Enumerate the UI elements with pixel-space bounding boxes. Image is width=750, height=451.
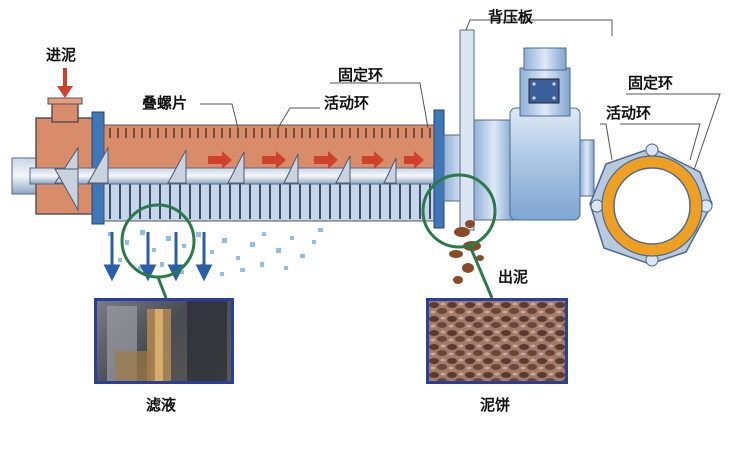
- flow-arrows: [208, 151, 424, 169]
- leader-fixed-ring: [330, 82, 429, 129]
- discharge-callout-circle: [421, 173, 497, 249]
- sludge-cake-photo-art: [429, 301, 565, 381]
- screw-blades: [54, 146, 397, 212]
- ring-bore: [613, 167, 691, 245]
- leader-ring-fixed-detail: [626, 93, 721, 171]
- label-sludge-cake: 泥饼: [480, 396, 511, 414]
- label-ring-fixed-detail: 固定环: [628, 74, 674, 92]
- inlet-rim: [47, 97, 83, 105]
- sludge-discharge: [449, 220, 484, 284]
- label-back-plate: 背压板: [488, 8, 534, 26]
- filtrate-drops: [108, 228, 323, 276]
- label-ring-moving-detail: 活动环: [606, 104, 652, 122]
- filtrate-photo: [94, 298, 234, 384]
- stacked-plates-pattern: [109, 128, 431, 138]
- discharge-callout-leader: [468, 245, 494, 299]
- leader-moving-ring: [277, 107, 320, 129]
- label-inlet: 进泥: [46, 46, 77, 64]
- motor-top: [523, 47, 567, 71]
- label-filtrate: 滤液: [146, 396, 177, 414]
- back-pressure-plate: [459, 29, 475, 231]
- leader-back-plate: [465, 19, 613, 36]
- lower-plates-pattern: [109, 182, 431, 219]
- leader-stacked-plates: [200, 103, 239, 129]
- label-stacked-plates: 叠螺片: [142, 94, 188, 112]
- inlet-hopper: [51, 101, 79, 123]
- filtrate-photo-art: [107, 301, 227, 381]
- label-fixed-ring: 固定环: [338, 66, 384, 84]
- gearbox-end: [579, 139, 595, 197]
- moving-ring-orange: [602, 156, 702, 256]
- right-flange: [433, 109, 445, 229]
- filtrate-callout-leader: [156, 276, 168, 299]
- gearbox: [509, 107, 581, 221]
- ring-detail: [589, 143, 713, 267]
- label-discharge: 出泥: [498, 268, 529, 286]
- sludge-cake-photo: [426, 298, 568, 384]
- inlet-arrow-head: [57, 86, 73, 98]
- label-moving-ring: 活动环: [324, 94, 370, 112]
- leader-ring-moving-detail: [600, 123, 613, 161]
